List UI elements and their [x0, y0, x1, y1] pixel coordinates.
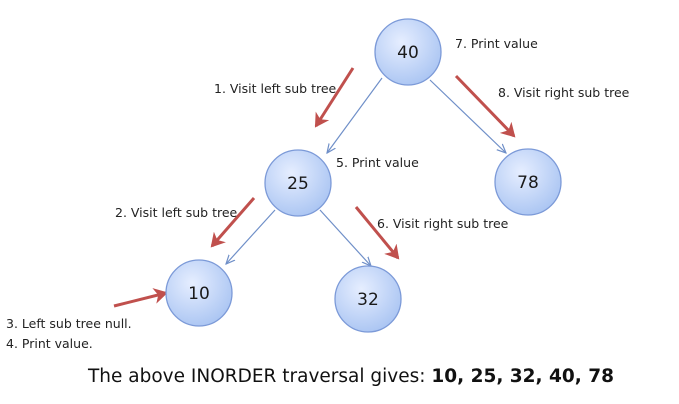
edge-25-10 — [226, 209, 276, 264]
step-labels: 1. Visit left sub tree 2. Visit left sub… — [6, 36, 630, 351]
tree-node-10: 10 — [165, 259, 233, 327]
caption-prefix: The above INORDER traversal gives: — [88, 366, 432, 387]
tree-node-32: 32 — [334, 265, 402, 333]
node-value: 40 — [397, 43, 419, 63]
edge-40-78 — [429, 79, 506, 153]
tree-node-25: 25 — [264, 149, 332, 217]
node-value: 10 — [188, 284, 210, 304]
caption-result: 10, 25, 32, 40, 78 — [431, 366, 614, 387]
step-label-7: 7. Print value — [455, 36, 538, 51]
arrow-step-1 — [314, 67, 355, 128]
tree-nodes: 40 25 78 10 32 — [165, 18, 562, 333]
tree-node-40: 40 — [374, 18, 442, 86]
edge-40-25 — [327, 77, 383, 153]
step-label-1: 1. Visit left sub tree — [214, 81, 337, 96]
step-label-4: 4. Print value. — [6, 336, 93, 351]
arrow-step-6 — [354, 206, 400, 260]
traversal-result-caption: The above INORDER traversal gives: 10, 2… — [88, 366, 614, 387]
tree-node-78: 78 — [494, 148, 562, 216]
arrow-step-8 — [454, 74, 516, 138]
arrow-step-3 — [113, 288, 168, 308]
node-value: 25 — [287, 174, 309, 194]
step-label-8: 8. Visit right sub tree — [498, 85, 630, 100]
node-value: 32 — [357, 290, 379, 310]
step-label-6: 6. Visit right sub tree — [377, 216, 509, 231]
step-label-3: 3. Left sub tree null. — [6, 316, 132, 331]
traversal-arrows — [113, 67, 516, 308]
arrow-step-2 — [210, 197, 256, 248]
node-value: 78 — [517, 173, 539, 193]
edge-25-32 — [319, 209, 371, 266]
step-label-2: 2. Visit left sub tree — [115, 205, 238, 220]
step-label-5: 5. Print value — [336, 155, 419, 170]
tree-edges — [226, 77, 506, 266]
